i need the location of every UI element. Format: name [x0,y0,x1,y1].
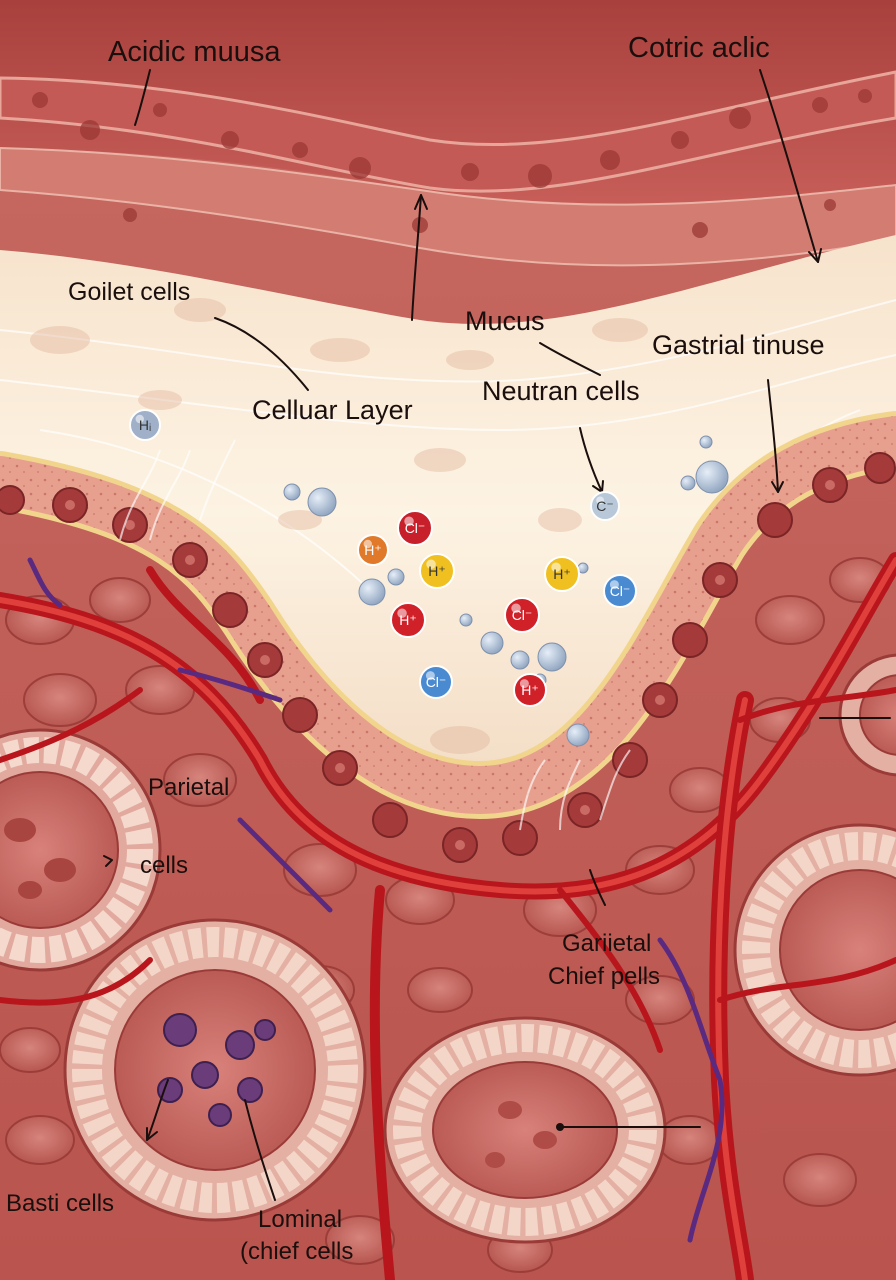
blood-vessels [0,552,896,1280]
ion-highlight [404,516,414,526]
ion-highlight [363,539,372,549]
label-goilet-cells: Goilet cells [68,278,191,306]
ion-highlight [511,603,521,613]
label-acidic-mucosa: Acidic muusa [108,36,281,68]
ion-highlight [519,679,529,689]
ion-8: Cl⁻ [603,574,637,608]
label-gariietal: Gariietal [562,930,652,957]
label-chief-pells: Chief pells [548,963,661,990]
ion-6: Cl⁻ [504,597,540,633]
ion-1: Cl⁻ [397,510,433,546]
label-lominal: Lominal [258,1206,343,1233]
gland-right-middle [733,823,896,1077]
ion-symbol: Cl⁻ [512,607,533,623]
ion-symbol: Hᵢ [139,417,151,433]
label-basti-cells: Basti cells [6,1190,115,1217]
ion-symbol: H⁺ [553,566,571,582]
ion-symbol: Cl⁻ [426,674,447,690]
ion-highlight [426,559,436,569]
label-parietal-cells: cells [140,852,189,879]
ion-symbol: H⁺ [364,542,382,558]
label-cotric-aclic: Cotric aclic [628,32,770,64]
ion-4: H⁺ [544,556,580,592]
ion-highlight [596,496,605,505]
ion-9: Cl⁻ [419,665,453,699]
ion-2: H⁺ [357,534,389,566]
ion-highlight [135,414,144,424]
label-gastrial-tinuse: Gastrial tinuse [652,330,825,360]
ion-10: H⁺ [513,673,547,707]
ion-highlight [609,580,619,590]
gland-parietal [0,728,162,972]
ion-highlight [551,562,561,572]
ion-symbol: Cl⁻ [610,583,631,599]
gland-right-upper [838,653,896,777]
ion-7: C⁻ [590,491,620,521]
ion-0: Hᵢ [129,409,161,441]
ion-symbol: H⁺ [399,612,417,628]
label-mucus: Mucus [465,306,545,336]
gland-chief-cells [63,918,367,1222]
ion-symbol: C⁻ [596,498,614,514]
label-neutran-cells: Neutran cells [482,376,640,406]
label-parietal: Parietal [148,774,230,801]
label-chief-cells: (chief cells [240,1238,354,1265]
gland-lower-middle [383,1016,667,1244]
ion-5: H⁺ [390,602,426,638]
ion-symbol: H⁺ [521,682,539,698]
ion-highlight [425,671,435,681]
ion-symbol: H⁺ [428,563,446,579]
label-cellular-layer: Celluar Layer [252,395,413,425]
ion-symbol: Cl⁻ [405,520,426,536]
ion-3: H⁺ [419,553,455,589]
ion-highlight [397,608,407,618]
connector-lines [103,69,891,1201]
